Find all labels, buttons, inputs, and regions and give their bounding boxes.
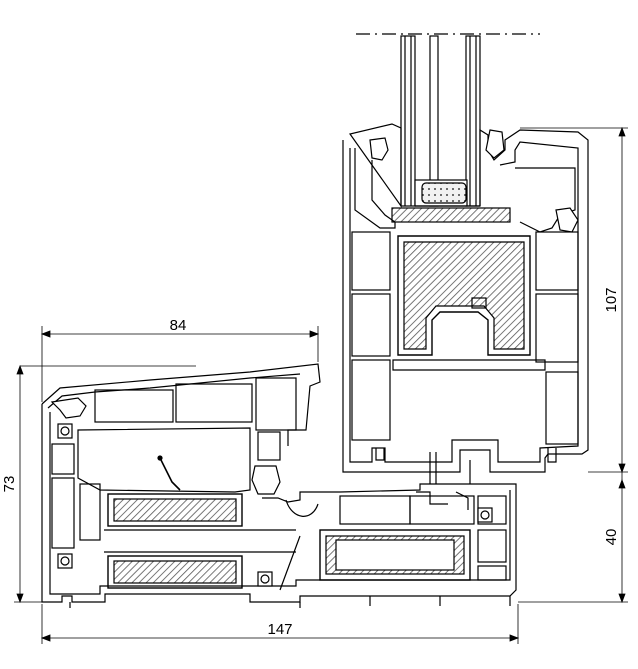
dim-label-right-height-upper: 107 (603, 287, 620, 312)
frame-outer-contour (41, 404, 517, 603)
sash-glazing-bead-seal (369, 137, 389, 161)
frame-chamber (255, 377, 297, 431)
glass-pane-inner (465, 35, 481, 207)
sash-center-seal (555, 207, 579, 233)
dim-label-overall-width: 147 (267, 621, 292, 638)
frame-screw-port (257, 571, 273, 587)
frame-main-chamber (77, 427, 251, 493)
frame-steel-reinforcement-right (319, 529, 471, 581)
glazing-block (391, 207, 511, 223)
sash-profile (342, 123, 589, 473)
frame-steel-reinforcement-lower (107, 555, 243, 589)
dimension-lines (14, 126, 628, 644)
sash-steel-reinforcement (397, 235, 531, 356)
dim-label-right-height-lower: 40 (603, 529, 620, 546)
sash-chamber (545, 371, 579, 445)
sash-chamber (351, 231, 391, 291)
glazing-unit (356, 33, 540, 223)
glass-pane-outer (400, 35, 416, 207)
sash-chamber (535, 293, 579, 363)
sash-inner-contour (349, 141, 579, 463)
frame-wire-clip (159, 457, 181, 491)
frame-center-seal (251, 465, 281, 495)
frame-seal-top-left (50, 397, 87, 419)
frame-screw-port (57, 423, 73, 439)
sash-chamber (351, 293, 391, 357)
sash-chamber (351, 359, 391, 441)
frame-chamber (175, 383, 253, 423)
dim-label-left-height: 73 (1, 476, 18, 493)
dim-label-top-width: 84 (170, 317, 187, 334)
glass-spacer (421, 182, 467, 204)
sash-chamber (535, 231, 579, 291)
frame-profile (41, 363, 517, 608)
frame-top-slope (41, 363, 321, 446)
sash-outer-seal (485, 129, 505, 159)
frame-steel-reinforcement-upper (107, 493, 243, 527)
frame-chamber (94, 389, 174, 423)
